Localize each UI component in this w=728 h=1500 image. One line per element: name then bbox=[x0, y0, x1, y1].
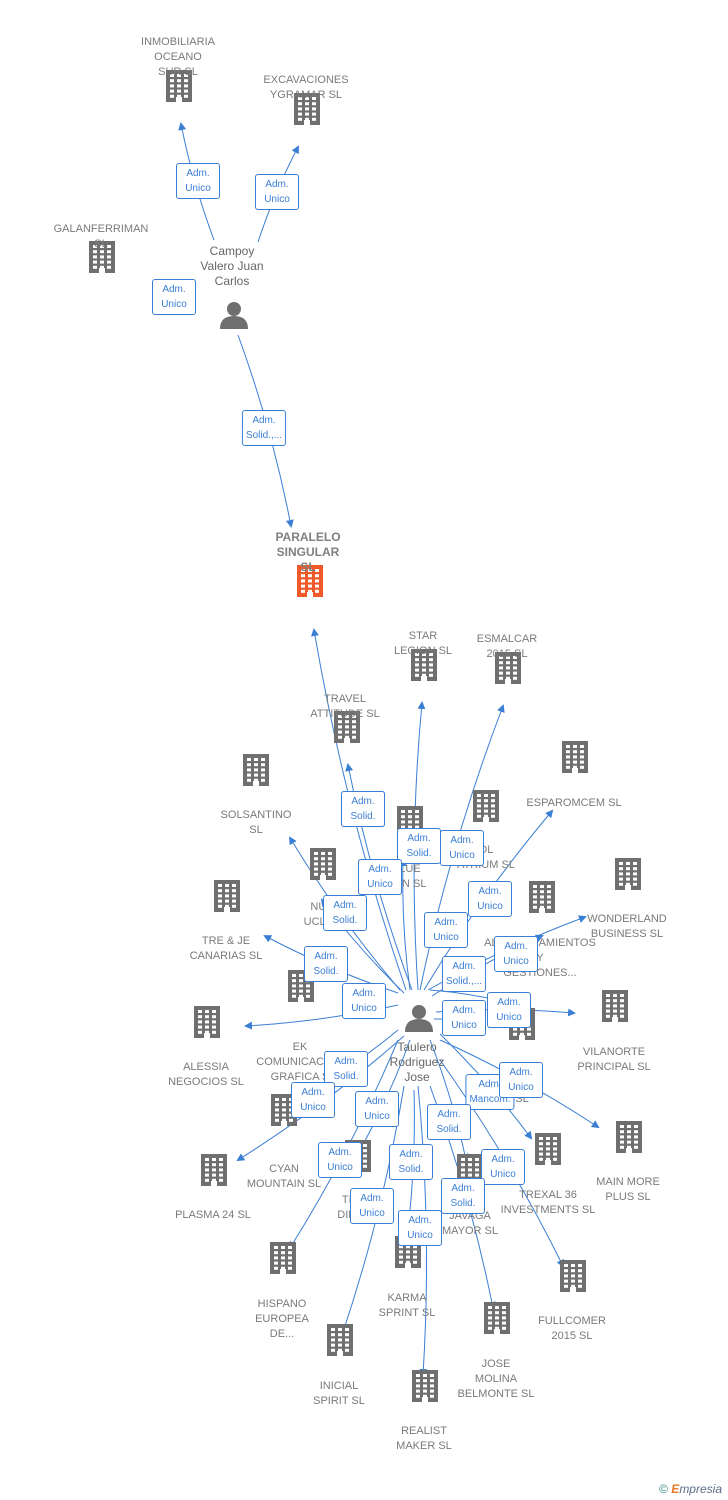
company-label[interactable]: TREXAL 36 INVESTMENTS SL bbox=[500, 1189, 596, 1216]
building-icon[interactable] bbox=[616, 1121, 642, 1153]
role-badge[interactable]: Adm. Unico bbox=[152, 279, 196, 315]
company-label[interactable]: GALANFERRIMAN SL bbox=[53, 223, 149, 250]
role-badge[interactable]: Adm. Unico bbox=[481, 1149, 525, 1185]
person-icon[interactable] bbox=[220, 302, 248, 329]
building-icon[interactable] bbox=[327, 1324, 353, 1356]
role-badge[interactable]: Adm. Solid. bbox=[397, 828, 441, 864]
role-badge[interactable]: Adm. Solid.,... bbox=[241, 410, 287, 446]
role-badge[interactable]: Adm. Unico bbox=[440, 830, 484, 866]
building-icon[interactable] bbox=[243, 754, 269, 786]
company-label[interactable]: JOSE MOLINA BELMONTE SL bbox=[457, 1358, 535, 1400]
building-icon[interactable] bbox=[535, 1133, 561, 1165]
building-icon[interactable] bbox=[529, 881, 555, 913]
role-badge[interactable]: Adm. Solid. bbox=[441, 1178, 485, 1214]
building-icon[interactable] bbox=[484, 1302, 510, 1334]
company-label[interactable]: CYAN MOUNTAIN SL bbox=[246, 1163, 322, 1190]
company-label[interactable]: PARALELO SINGULAR SL bbox=[275, 530, 341, 574]
building-icon[interactable] bbox=[294, 93, 320, 125]
role-badge[interactable]: Adm. Unico bbox=[499, 1062, 543, 1098]
role-badge[interactable]: Adm. Solid. bbox=[323, 895, 367, 931]
company-label[interactable]: ALESSIA NEGOCIOS SL bbox=[168, 1061, 244, 1088]
role-badge[interactable]: Adm. Solid. bbox=[389, 1144, 433, 1180]
company-label[interactable]: KARMA SPRINT SL bbox=[378, 1292, 436, 1319]
building-icon[interactable] bbox=[473, 790, 499, 822]
role-badge[interactable]: Adm. Unico bbox=[355, 1091, 399, 1127]
role-badge[interactable]: Adm. Unico bbox=[442, 1000, 486, 1036]
building-icon[interactable] bbox=[334, 711, 360, 743]
company-label[interactable]: VILANORTE PRINCIPAL SL bbox=[577, 1046, 651, 1073]
role-badge[interactable]: Adm. Unico bbox=[176, 163, 220, 199]
company-label[interactable]: SOLSANTINO SL bbox=[220, 809, 292, 836]
role-badge[interactable]: Adm. Unico bbox=[424, 912, 468, 948]
role-badge[interactable]: Adm. Unico bbox=[291, 1082, 335, 1118]
role-badge[interactable]: Adm. Solid. bbox=[304, 946, 348, 982]
role-badge[interactable]: Adm. Unico bbox=[255, 174, 299, 210]
company-label[interactable]: TRAVEL ATTITUDE SL bbox=[310, 693, 380, 720]
building-icon[interactable] bbox=[602, 990, 628, 1022]
company-label[interactable]: PLASMA 24 SL bbox=[175, 1209, 251, 1221]
company-label[interactable]: WONDERLAND BUSINESS SL bbox=[587, 913, 667, 940]
building-icon[interactable] bbox=[310, 848, 336, 880]
relation-edge bbox=[398, 858, 411, 991]
company-label[interactable]: MAIN MORE PLUS SL bbox=[596, 1176, 660, 1203]
role-badge[interactable]: Adm. Unico bbox=[358, 859, 402, 895]
building-icon[interactable] bbox=[201, 1154, 227, 1186]
company-label[interactable]: HISPANO EUROPEA DE... bbox=[255, 1298, 309, 1340]
company-label[interactable]: TRE & JE CANARIAS SL bbox=[189, 935, 263, 962]
company-label[interactable]: EK COMUNICACION GRAFICA S bbox=[256, 1041, 344, 1083]
building-icon[interactable] bbox=[270, 1242, 296, 1274]
role-badge[interactable]: Adm. Unico bbox=[494, 936, 538, 972]
building-icon[interactable] bbox=[495, 652, 521, 684]
company-label[interactable]: ESPAROMCEM SL bbox=[526, 797, 622, 809]
company-label[interactable]: INICIAL SPIRIT SL bbox=[313, 1380, 365, 1407]
role-badge[interactable]: Adm. Unico bbox=[468, 881, 512, 917]
building-icon[interactable] bbox=[166, 70, 192, 102]
building-icon[interactable] bbox=[297, 565, 323, 597]
person-label[interactable]: Taulero Rodriguez Jose bbox=[389, 1040, 445, 1084]
role-badge[interactable]: Adm. Unico bbox=[350, 1188, 394, 1224]
company-label[interactable]: STAR LEGION SL bbox=[393, 630, 453, 657]
copyright-symbol: © bbox=[659, 1482, 668, 1496]
footer-brand: © Empresia bbox=[659, 1482, 722, 1496]
role-badge[interactable]: Adm. Solid.,... bbox=[441, 956, 487, 992]
company-label[interactable]: ESMALCAR 2015 SL bbox=[476, 633, 538, 660]
company-label[interactable]: FULLCOMER 2015 SL bbox=[538, 1315, 606, 1342]
building-icon[interactable] bbox=[412, 1370, 438, 1402]
person-icon[interactable] bbox=[405, 1005, 433, 1032]
building-icon[interactable] bbox=[562, 741, 588, 773]
role-badge[interactable]: Adm. Unico bbox=[487, 992, 531, 1028]
company-label[interactable]: REALIST MAKER SL bbox=[396, 1425, 452, 1452]
brand-logo-text: mpresia bbox=[679, 1482, 722, 1496]
building-icon[interactable] bbox=[194, 1006, 220, 1038]
role-badge[interactable]: Adm. Solid. bbox=[324, 1051, 368, 1087]
building-icon[interactable] bbox=[214, 880, 240, 912]
building-icon[interactable] bbox=[411, 649, 437, 681]
role-badge[interactable]: Adm. Solid. bbox=[341, 791, 385, 827]
person-label[interactable]: Campoy Valero Juan Carlos bbox=[200, 244, 264, 288]
building-icon[interactable] bbox=[615, 858, 641, 890]
role-badge[interactable]: Adm. Unico bbox=[342, 983, 386, 1019]
brand-logo-e: E bbox=[671, 1482, 680, 1496]
role-badge[interactable]: Adm. Unico bbox=[398, 1210, 442, 1246]
relation-edge bbox=[429, 1039, 469, 1162]
role-badge[interactable]: Adm. Solid. bbox=[427, 1104, 471, 1140]
building-icon[interactable] bbox=[89, 241, 115, 273]
building-icon[interactable] bbox=[560, 1260, 586, 1292]
role-badge[interactable]: Adm. Unico bbox=[318, 1142, 362, 1178]
company-label[interactable]: EXCAVACIONES YGRAMAR SL bbox=[263, 74, 349, 101]
company-label[interactable]: INMOBILIARIA OCEANO SUR SL bbox=[141, 36, 215, 78]
